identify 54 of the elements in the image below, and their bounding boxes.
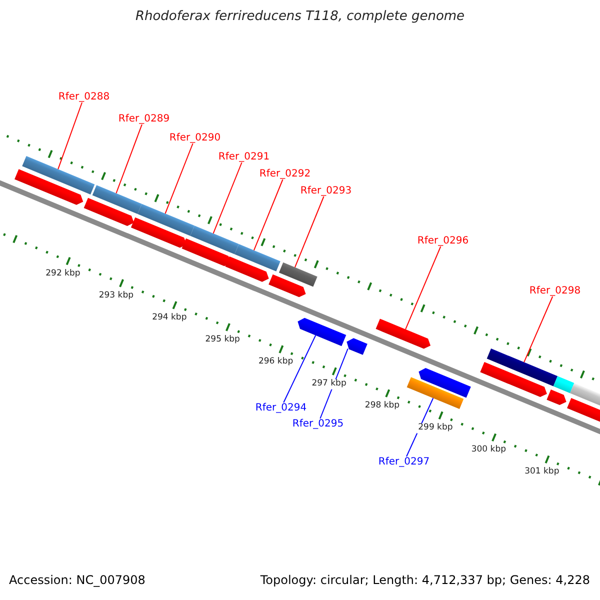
topology-text: Topology: circular; Length: 4,712,337 bp; Genes: 4,228 (260, 574, 590, 588)
feature-bar (486, 348, 558, 386)
leader-line (405, 246, 442, 330)
tick-label: 294 kbp (151, 313, 188, 323)
gene-label: Rfer_0288 (58, 92, 110, 102)
feature-bar (406, 377, 464, 410)
feature-bar (190, 226, 239, 254)
gene-label: Rfer_0298 (529, 286, 581, 296)
gene-segment (298, 318, 346, 346)
accession-text: Accession: NC_007908 (9, 574, 146, 588)
gene-label: Rfer_0295 (292, 418, 344, 430)
feature-bar (92, 185, 142, 214)
tick-label: 299 kbp (417, 424, 454, 433)
gene-segment (376, 318, 431, 349)
feature-bar (234, 244, 280, 272)
gene-segment (84, 198, 134, 226)
leader-line (320, 348, 348, 419)
tick-label: 300 kbp (470, 446, 507, 456)
gene-segment (546, 390, 566, 406)
gene-label: Rfer_0290 (169, 132, 221, 144)
gene-label: Rfer_0293 (300, 186, 352, 196)
gene-segment (14, 169, 84, 205)
tick-label: 295 kbp (204, 335, 241, 345)
feature-bar (138, 204, 194, 236)
gene-segment (268, 274, 306, 298)
gene-label: Rfer_0292 (259, 168, 311, 180)
feature-bar (278, 262, 318, 287)
leader-line (253, 179, 284, 251)
leader-line (294, 196, 324, 268)
tick-label: 301 kbp (524, 468, 560, 478)
gene-segment (225, 256, 269, 282)
leader-line (212, 162, 242, 234)
tick-label: 298 kbp (364, 402, 401, 411)
leader-line (116, 124, 142, 194)
tick-label: 296 kbp (258, 358, 294, 367)
gene-segment (182, 238, 231, 266)
leader-line (283, 334, 316, 403)
feature-bar (553, 376, 574, 394)
leader-line (58, 102, 83, 170)
gene-label: Rfer_0296 (417, 236, 469, 246)
gene-label: Rfer_0297 (378, 456, 430, 468)
gene-segment (130, 217, 187, 248)
gene-label: Rfer_0289 (118, 114, 170, 124)
tick-label: 297 kbp (310, 380, 348, 389)
gene-label: Rfer_0294 (255, 402, 307, 414)
title: Rhodoferax ferrireducens T118, complete genome (134, 10, 466, 24)
tick-label: 292 kbp (44, 269, 82, 279)
feature-bar (22, 156, 95, 194)
leader-line (524, 296, 554, 363)
gene-label: Rfer_0291 (218, 152, 270, 162)
gene-segment (346, 338, 368, 355)
tick-label: 293 kbp (98, 291, 134, 301)
gene-segment (480, 362, 547, 398)
gene-segment (418, 368, 471, 398)
